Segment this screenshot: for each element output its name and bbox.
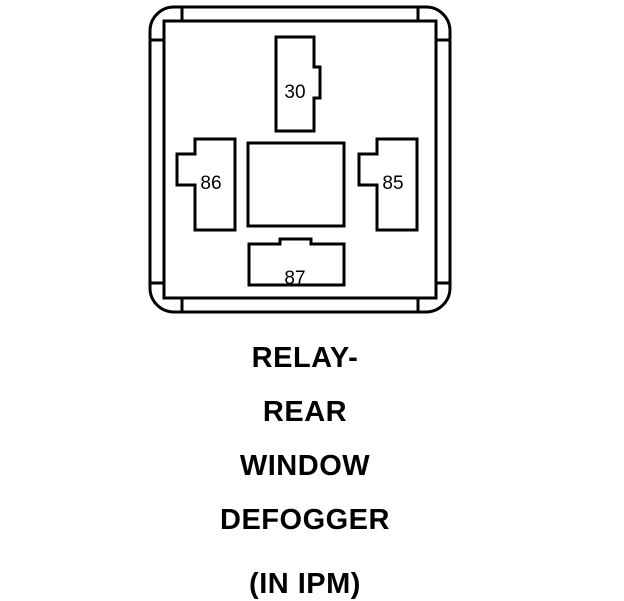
pin-label-87: 87: [284, 268, 305, 289]
terminal-30: [274, 35, 322, 133]
caption-line-1: RELAY-: [251, 342, 359, 374]
relay-housing-outer: [148, 5, 452, 314]
caption-line-2: REAR: [262, 396, 348, 428]
caption-line-4: DEFOGGER: [220, 504, 390, 536]
relay-housing-inner: [162, 19, 438, 300]
pin-label-86: 86: [200, 173, 221, 194]
pin-label-85: 85: [382, 173, 403, 194]
terminal-87: [247, 237, 346, 287]
relay-center-block: [246, 141, 346, 228]
caption-line-5: (IN IPM): [249, 568, 361, 600]
terminal-86: [175, 137, 237, 232]
terminal-85: [357, 137, 419, 232]
caption-line-3: WINDOW: [239, 450, 371, 482]
pin-label-30: 30: [284, 82, 305, 103]
